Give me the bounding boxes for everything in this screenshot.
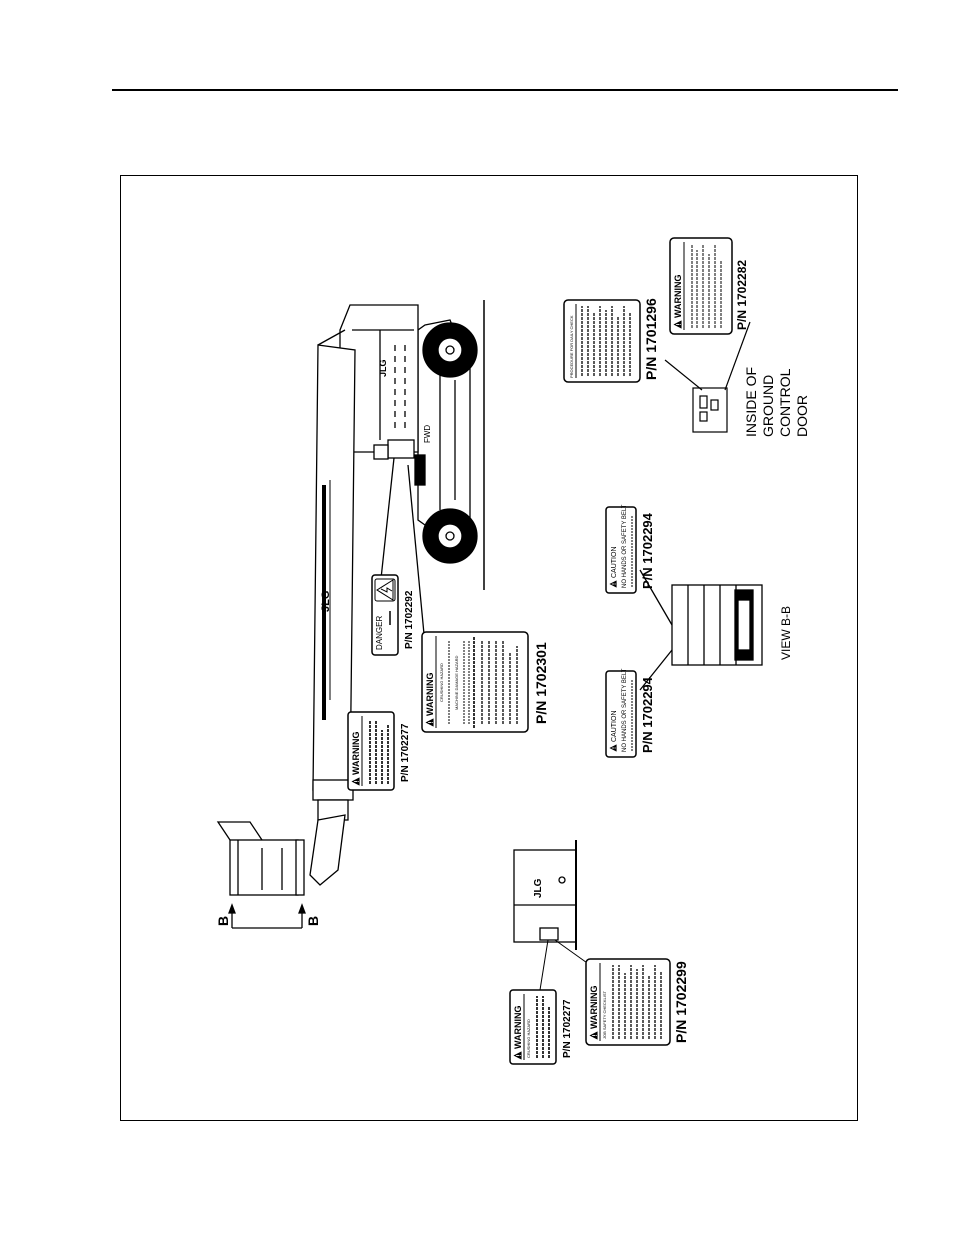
decal-1702277-boom: WARNING P/N 1702277 xyxy=(347,711,411,791)
decal-1702299: WARNING JOB SAFETY CHECKLIST P/N 1702299 xyxy=(585,958,689,1046)
part-number: P/N 1702277 xyxy=(400,723,411,782)
svg-text:CAUTION: CAUTION xyxy=(611,711,618,743)
part-number: P/N 1702294 xyxy=(640,512,655,589)
fwd-label: FWD xyxy=(423,425,432,443)
decal-1702301: WARNING CRUSHING HAZARD MACHINE DAMAGE H… xyxy=(421,631,549,733)
boom-brand-logo: JLG xyxy=(320,591,332,612)
decal-1702294-right: CAUTION NO HANDS OR SAFETY BELT P/N 1702… xyxy=(605,504,655,594)
part-number: P/N 1702292 xyxy=(404,590,415,649)
rear-wheel xyxy=(422,322,478,378)
svg-text:WARNING: WARNING xyxy=(425,673,435,717)
view-bb-label: VIEW B-B xyxy=(779,606,793,660)
header-rule xyxy=(112,89,898,91)
part-number: P/N 1702299 xyxy=(673,961,689,1043)
svg-text:CAUTION: CAUTION xyxy=(611,547,618,579)
turntable-brand-logo: JLG xyxy=(378,359,388,377)
svg-text:NO HANDS OR SAFETY BELT: NO HANDS OR SAFETY BELT xyxy=(622,504,628,588)
svg-text:WARNING: WARNING xyxy=(589,986,599,1030)
section-marker-b2: B xyxy=(305,916,321,926)
svg-text:DOOR: DOOR xyxy=(794,395,810,437)
front-wheel xyxy=(422,508,478,564)
svg-text:DANGER: DANGER xyxy=(375,616,384,650)
svg-text:WARNING: WARNING xyxy=(513,1006,523,1050)
decal-1702292: DANGER P/N 1702292 xyxy=(371,574,415,656)
electrocution-hazard-icon xyxy=(376,579,394,601)
svg-text:WARNING: WARNING xyxy=(673,275,683,319)
part-number: P/N 1701296 xyxy=(643,298,659,380)
svg-text:WARNING: WARNING xyxy=(351,732,361,776)
svg-text:NO HANDS OR SAFETY BELT: NO HANDS OR SAFETY BELT xyxy=(622,668,628,752)
decal-1702294-left: CAUTION NO HANDS OR SAFETY BELT P/N 1702… xyxy=(605,668,655,758)
ground-control-door xyxy=(664,321,751,433)
control-box-brand-logo: JLG xyxy=(533,878,544,898)
decal-1702277-control-box: WARNING CRUSHING HAZARD P/N 1702277 xyxy=(509,989,573,1065)
svg-text:CRUSHING HAZARD: CRUSHING HAZARD xyxy=(439,663,444,702)
decal-1702282: WARNING P/N 1702282 xyxy=(669,237,749,335)
machine-drawing xyxy=(216,300,485,929)
platform-view-bb xyxy=(639,569,763,691)
svg-text:PROCEDURE FOR DAILY CHECK: PROCEDURE FOR DAILY CHECK xyxy=(569,315,574,378)
part-number: P/N 1702301 xyxy=(533,642,549,724)
svg-text:GROUND: GROUND xyxy=(760,375,776,437)
svg-text:CRUSHING HAZARD: CRUSHING HAZARD xyxy=(526,1019,531,1058)
svg-text:CONTROL: CONTROL xyxy=(777,368,793,437)
location-label: INSIDE OF GROUND CONTROL DOOR xyxy=(743,367,810,437)
svg-text:INSIDE OF: INSIDE OF xyxy=(743,367,759,437)
diagram-frame xyxy=(120,175,858,1121)
section-marker-b1: B xyxy=(215,916,231,926)
part-number: P/N 1702294 xyxy=(640,676,655,753)
leader-line xyxy=(554,939,591,966)
svg-text:MACHINE DAMAGE HAZARD: MACHINE DAMAGE HAZARD xyxy=(454,655,459,710)
part-number: P/N 1702277 xyxy=(562,999,573,1058)
svg-text:JOB SAFETY CHECKLIST: JOB SAFETY CHECKLIST xyxy=(602,991,607,1039)
leader-line xyxy=(539,939,549,991)
part-number: P/N 1702282 xyxy=(735,260,749,330)
ground-control-box xyxy=(513,840,577,950)
decal-1701296: PROCEDURE FOR DAILY CHECK P/N 1701296 xyxy=(563,298,659,383)
